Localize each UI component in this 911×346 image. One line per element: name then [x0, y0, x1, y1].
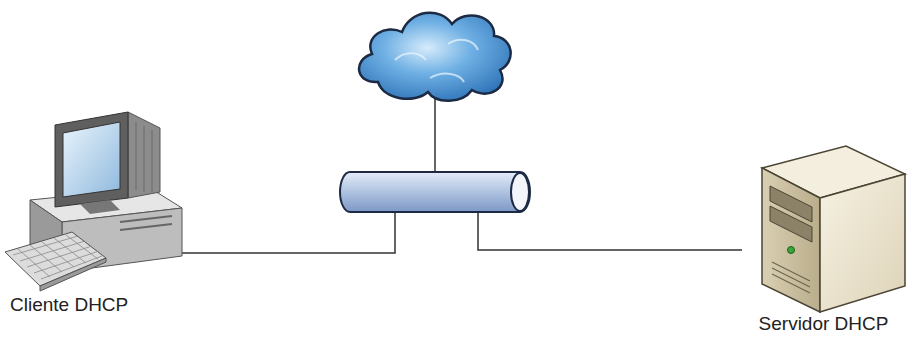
client-node: Cliente DHCP [5, 108, 180, 316]
server-tower-icon [762, 146, 905, 312]
bus-end [511, 173, 529, 211]
cloud-link [434, 98, 436, 174]
node-label: Cliente DHCP [10, 294, 180, 316]
node-label: Servidor DHCP [742, 313, 905, 335]
network-bus [340, 172, 530, 212]
client-computer-icon [5, 112, 182, 291]
server-node: Servidor DHCP [742, 145, 905, 335]
cloud-symbol [359, 13, 511, 101]
